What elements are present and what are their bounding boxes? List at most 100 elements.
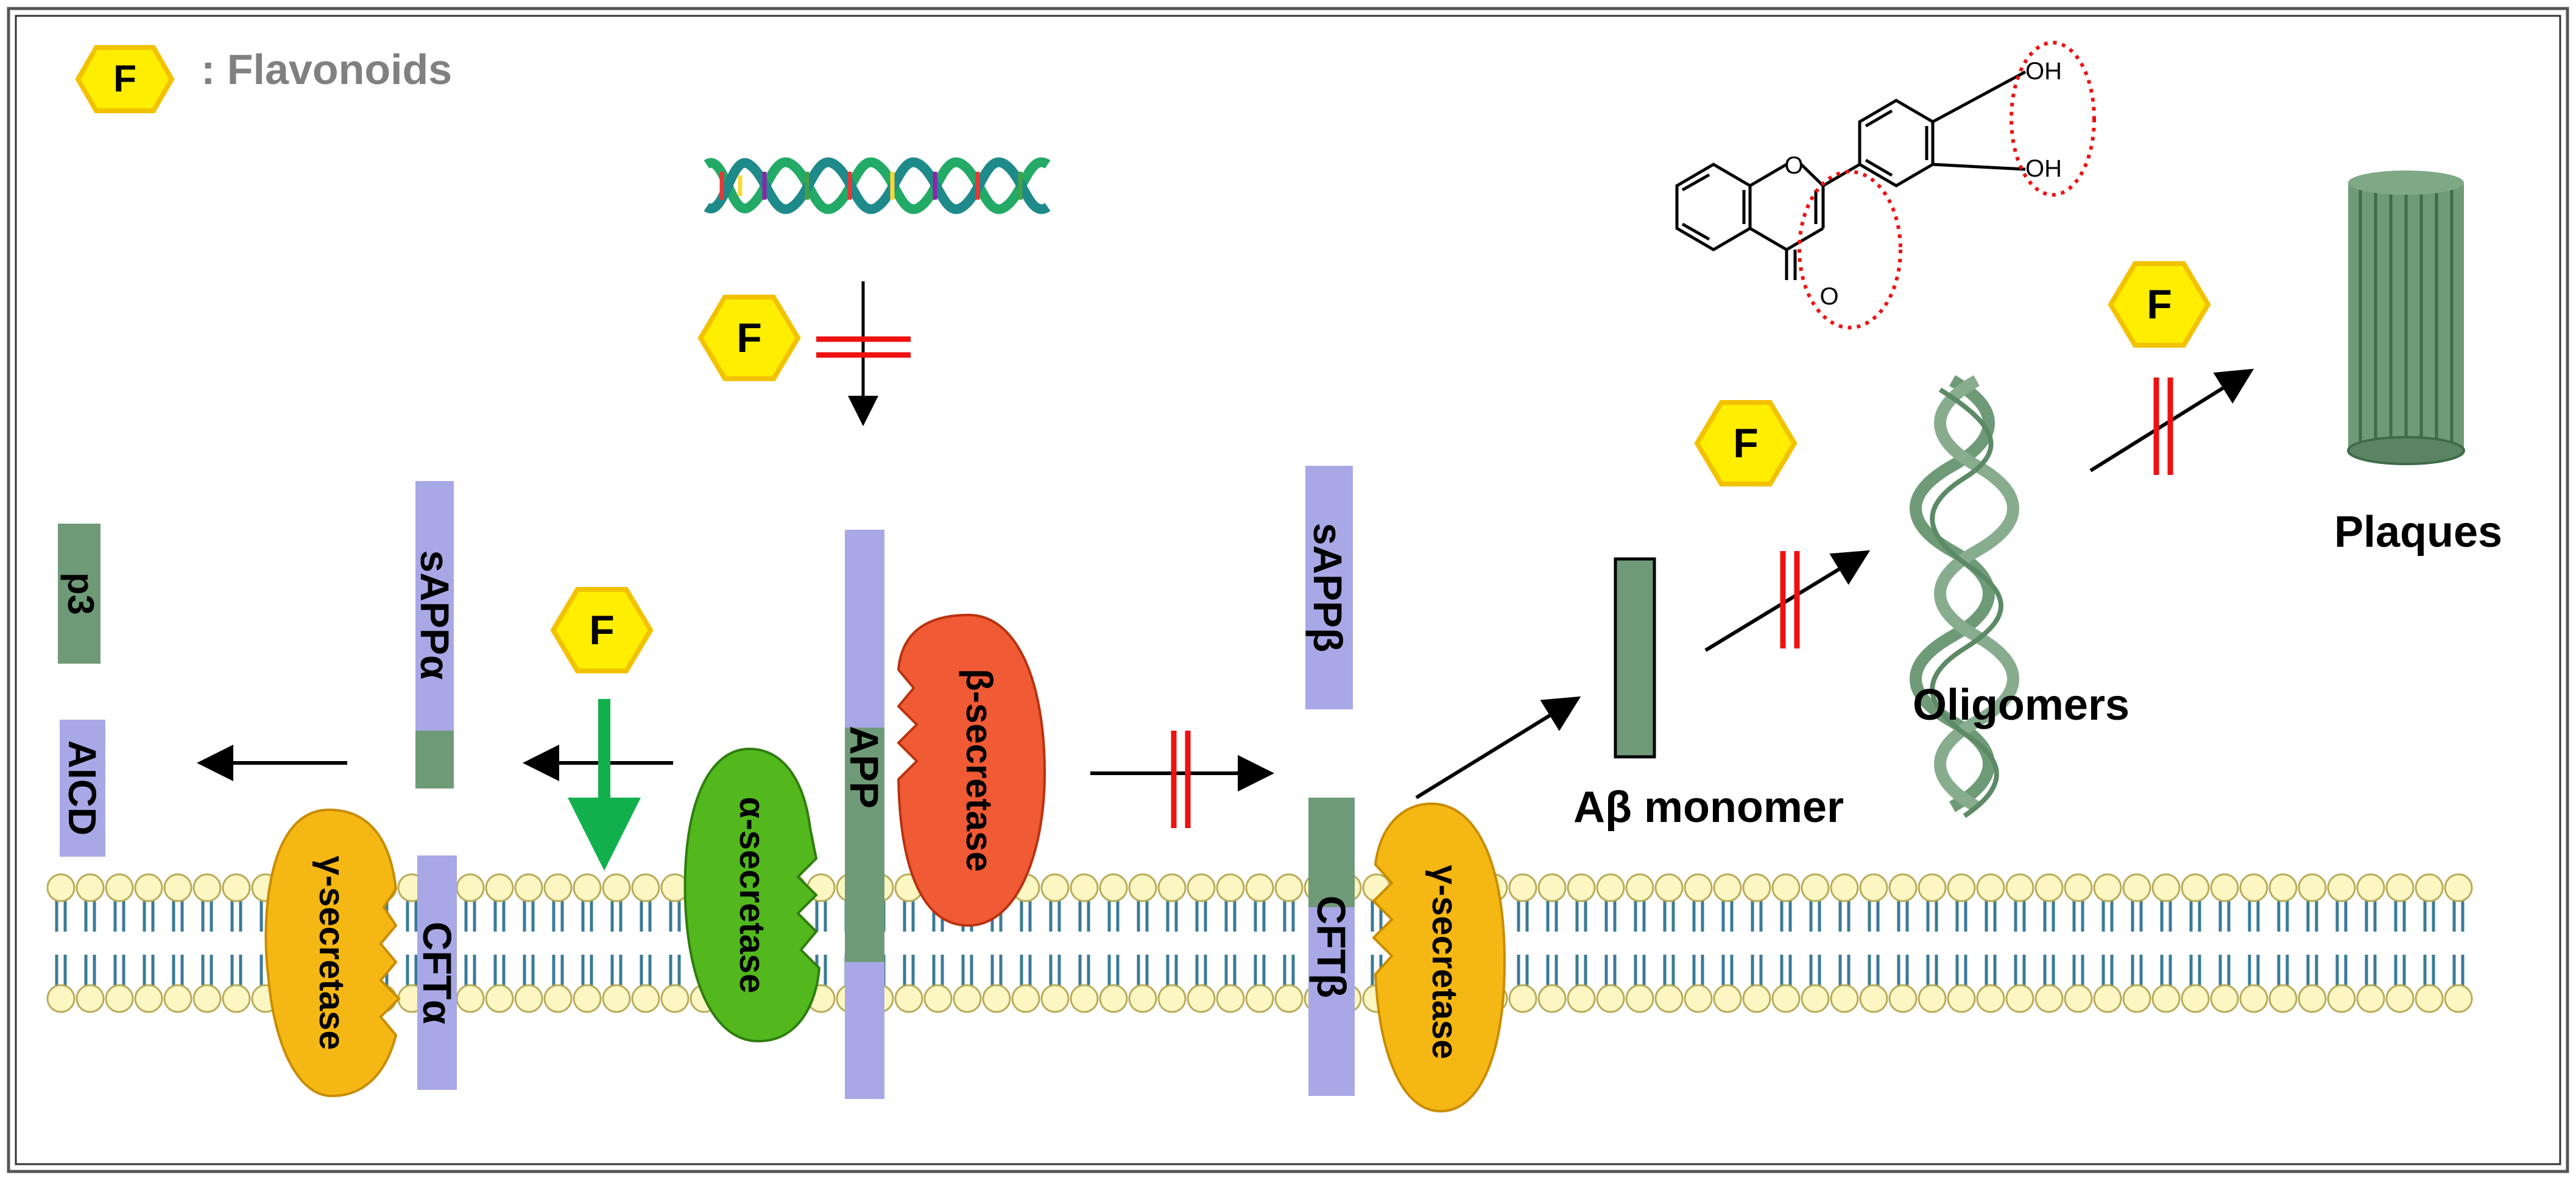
flavonoid-hexagon-plaque: F bbox=[2108, 261, 2211, 348]
lipid-head bbox=[2444, 984, 2473, 1013]
inhibition-mark-beta bbox=[1171, 731, 1191, 828]
lipid-tail bbox=[1546, 900, 1558, 986]
lipid-head bbox=[543, 984, 573, 1013]
lipid-head bbox=[1099, 984, 1128, 1013]
lipid-head bbox=[2327, 984, 2356, 1013]
lipid-head bbox=[2210, 873, 2239, 902]
lipid-head bbox=[1742, 984, 1771, 1013]
dna-helix-icon bbox=[704, 157, 1051, 214]
lipid-tail bbox=[903, 900, 915, 986]
aicd-fragment bbox=[60, 720, 105, 857]
lipid-tail bbox=[1224, 900, 1237, 986]
lipid-tail bbox=[1604, 900, 1617, 986]
lipid-head bbox=[1771, 873, 1801, 902]
lipid-head bbox=[1771, 984, 1801, 1013]
lipid-tail bbox=[2160, 900, 2172, 986]
alpha-secretase bbox=[683, 747, 821, 1043]
lipid-tail bbox=[1955, 900, 1967, 986]
lipid-head bbox=[1040, 984, 1070, 1013]
lipid-head bbox=[1976, 984, 2005, 1013]
lipid-head bbox=[134, 984, 163, 1013]
inhibition-mark-expression bbox=[816, 336, 911, 358]
lipid-tail bbox=[2277, 900, 2289, 986]
lipid-tail bbox=[2452, 900, 2465, 986]
lipid-head bbox=[1654, 873, 1684, 902]
lipid-head bbox=[2181, 873, 2210, 902]
lipid-head bbox=[1537, 873, 1567, 902]
lipid-head bbox=[602, 984, 631, 1013]
lipid-head bbox=[1830, 984, 1859, 1013]
lipid-tail bbox=[113, 900, 125, 986]
lipid-head bbox=[2385, 873, 2415, 902]
cfta-label: CFTα bbox=[415, 922, 460, 1025]
flavonoid-chemical-structure bbox=[1675, 70, 2027, 280]
lipid-head bbox=[1567, 873, 1596, 902]
flavonoid-symbol: F bbox=[1733, 420, 1759, 466]
lipid-head bbox=[1801, 984, 1830, 1013]
lipid-head bbox=[163, 873, 192, 902]
lipid-tail bbox=[581, 900, 593, 986]
lipid-tail bbox=[1897, 900, 1909, 986]
lipid-head bbox=[514, 873, 543, 902]
lipid-head bbox=[1040, 873, 1070, 902]
lipid-tail bbox=[1868, 900, 1880, 986]
lipid-head bbox=[2005, 984, 2034, 1013]
lipid-tail bbox=[1195, 900, 1207, 986]
lipid-head bbox=[2181, 984, 2210, 1013]
lipid-head bbox=[1625, 873, 1654, 902]
figure-inner-frame bbox=[15, 15, 2561, 1165]
lipid-head bbox=[1830, 873, 1859, 902]
lipid-head bbox=[76, 984, 105, 1013]
lipid-head bbox=[163, 984, 192, 1013]
plaques-label: Plaques bbox=[2334, 508, 2502, 557]
oligomers-label: Oligomers bbox=[1913, 681, 2130, 729]
lipid-tail bbox=[1751, 900, 1763, 986]
atom-o-keto: O bbox=[1819, 283, 1838, 310]
lipid-tail bbox=[230, 900, 242, 986]
lipid-head bbox=[1128, 873, 1157, 902]
lipid-tail bbox=[2306, 900, 2318, 986]
lipid-head bbox=[1508, 873, 1537, 902]
inhibition-mark-oligomer bbox=[1780, 551, 1800, 648]
lipid-head bbox=[1888, 873, 1918, 902]
lipid-head bbox=[514, 984, 543, 1013]
sappa-ab-segment bbox=[415, 731, 454, 788]
lipid-tail bbox=[1692, 900, 1704, 986]
lipid-head bbox=[2064, 984, 2093, 1013]
lipid-head bbox=[1187, 984, 1216, 1013]
lipid-head bbox=[1596, 984, 1625, 1013]
lipid-head bbox=[573, 873, 602, 902]
lipid-head bbox=[1801, 873, 1830, 902]
cfta-fragment bbox=[417, 855, 457, 1090]
lipid-head bbox=[1216, 873, 1245, 902]
flavonoid-symbol: F bbox=[589, 607, 615, 653]
lipid-tail bbox=[1137, 900, 1149, 986]
lipid-tail bbox=[2101, 900, 2114, 986]
lipid-tail bbox=[2423, 900, 2435, 986]
lipid-tail bbox=[1020, 900, 1032, 986]
lipid-head bbox=[485, 984, 514, 1013]
lipid-head bbox=[1157, 984, 1187, 1013]
lipid-head bbox=[1918, 873, 1947, 902]
lipid-tail bbox=[1985, 900, 1997, 986]
lipid-tail bbox=[552, 900, 564, 986]
app-ab-segment bbox=[845, 728, 884, 962]
lipid-tail bbox=[2248, 900, 2260, 986]
lipid-head bbox=[1947, 984, 1976, 1013]
lipid-tail bbox=[1780, 900, 1792, 986]
aicd-label: AICD bbox=[60, 740, 104, 835]
lipid-tail bbox=[1809, 900, 1821, 986]
legend: F : Flavonoids bbox=[75, 45, 452, 113]
lipid-head bbox=[1567, 984, 1596, 1013]
gamma-secretase-right bbox=[1372, 802, 1506, 1113]
lipid-tail bbox=[1371, 900, 1383, 986]
lipid-head bbox=[1888, 984, 1918, 1013]
lipid-head bbox=[485, 873, 514, 902]
atom-o-ring: O bbox=[1784, 152, 1803, 179]
lipid-tail bbox=[523, 900, 535, 986]
lipid-head bbox=[2356, 984, 2385, 1013]
lipid-head bbox=[2327, 873, 2356, 902]
atom-oh-bottom: OH bbox=[2025, 155, 2062, 182]
lipid-head bbox=[1157, 873, 1187, 902]
lipid-tail bbox=[2072, 900, 2084, 986]
